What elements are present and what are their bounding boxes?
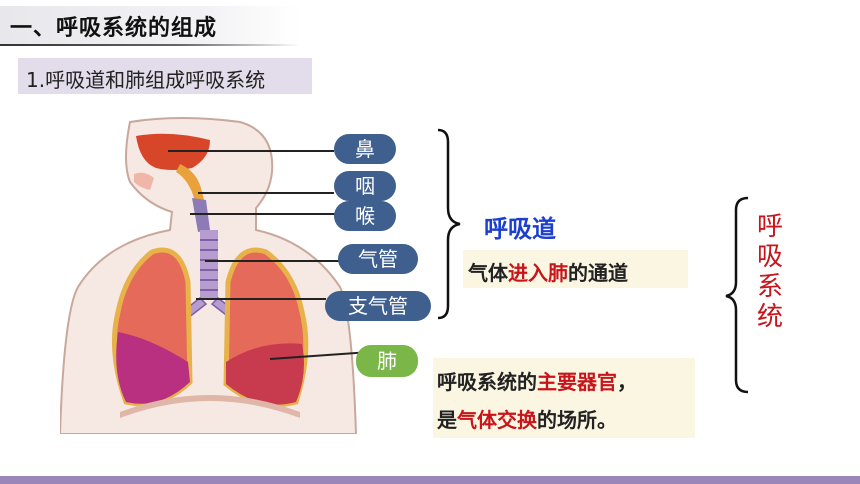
lung-desc-line2: 是气体交换的场所。 [437, 404, 617, 433]
airway-desc-c: 的通道 [568, 261, 628, 285]
lung-desc-l2-c: 的场所。 [537, 408, 617, 432]
larynx-shape [192, 198, 210, 232]
subtitle-box [18, 58, 312, 94]
lung-desc-line1: 呼吸系统的主要器官， [437, 366, 637, 395]
bottom-accent-bar [0, 476, 860, 484]
label-lung: 肺 [356, 345, 418, 377]
airway-desc: 气体进入肺的通道 [468, 257, 628, 286]
diaphragm [120, 395, 300, 418]
airway-desc-a: 气体 [468, 261, 508, 285]
airway-desc-box [463, 250, 688, 288]
label-bronchi: 支气管 [325, 291, 431, 321]
system-brace [725, 196, 749, 394]
leader-line-pharynx [198, 192, 334, 194]
lung-desc-l1-c: ， [617, 370, 637, 394]
airway-label: 呼吸道 [484, 215, 556, 243]
system-char-2: 吸 [756, 242, 783, 272]
pharynx-shape [176, 164, 206, 210]
respiratory-system-illustration [60, 117, 358, 434]
leader-line-larynx [190, 213, 338, 215]
trachea-shape [200, 230, 218, 300]
left-lung-lower-lobe [116, 332, 190, 404]
label-nose: 鼻 [334, 134, 396, 164]
system-label-vertical: 呼 吸 系 统 [752, 212, 788, 332]
leader-line-bronchi [196, 298, 326, 300]
mouth-area [134, 172, 154, 190]
title-bar [0, 6, 300, 46]
leader-line-nose [168, 150, 334, 152]
lung-desc-l2-emphasis: 气体交换 [457, 408, 537, 432]
lung-desc-l1-a: 呼吸系统的 [437, 370, 537, 394]
label-pharynx: 咽 [334, 171, 396, 201]
page-title: 一、呼吸系统的组成 [10, 16, 218, 41]
lung-desc-l1-emphasis: 主要器官 [537, 370, 617, 394]
label-larynx: 喉 [334, 201, 396, 231]
system-char-3: 系 [756, 272, 783, 302]
system-char-4: 统 [756, 302, 783, 332]
lung-desc-box [433, 358, 695, 438]
title-underline [0, 44, 300, 46]
lung-desc-l2-a: 是 [437, 408, 457, 432]
airway-brace [437, 128, 461, 320]
airway-desc-emphasis: 进入肺 [508, 261, 568, 285]
leader-line-trachea [205, 260, 341, 262]
subtitle-text: 1.呼吸道和肺组成呼吸系统 [26, 68, 266, 92]
system-char-1: 呼 [756, 212, 783, 242]
label-trachea: 气管 [338, 244, 418, 274]
